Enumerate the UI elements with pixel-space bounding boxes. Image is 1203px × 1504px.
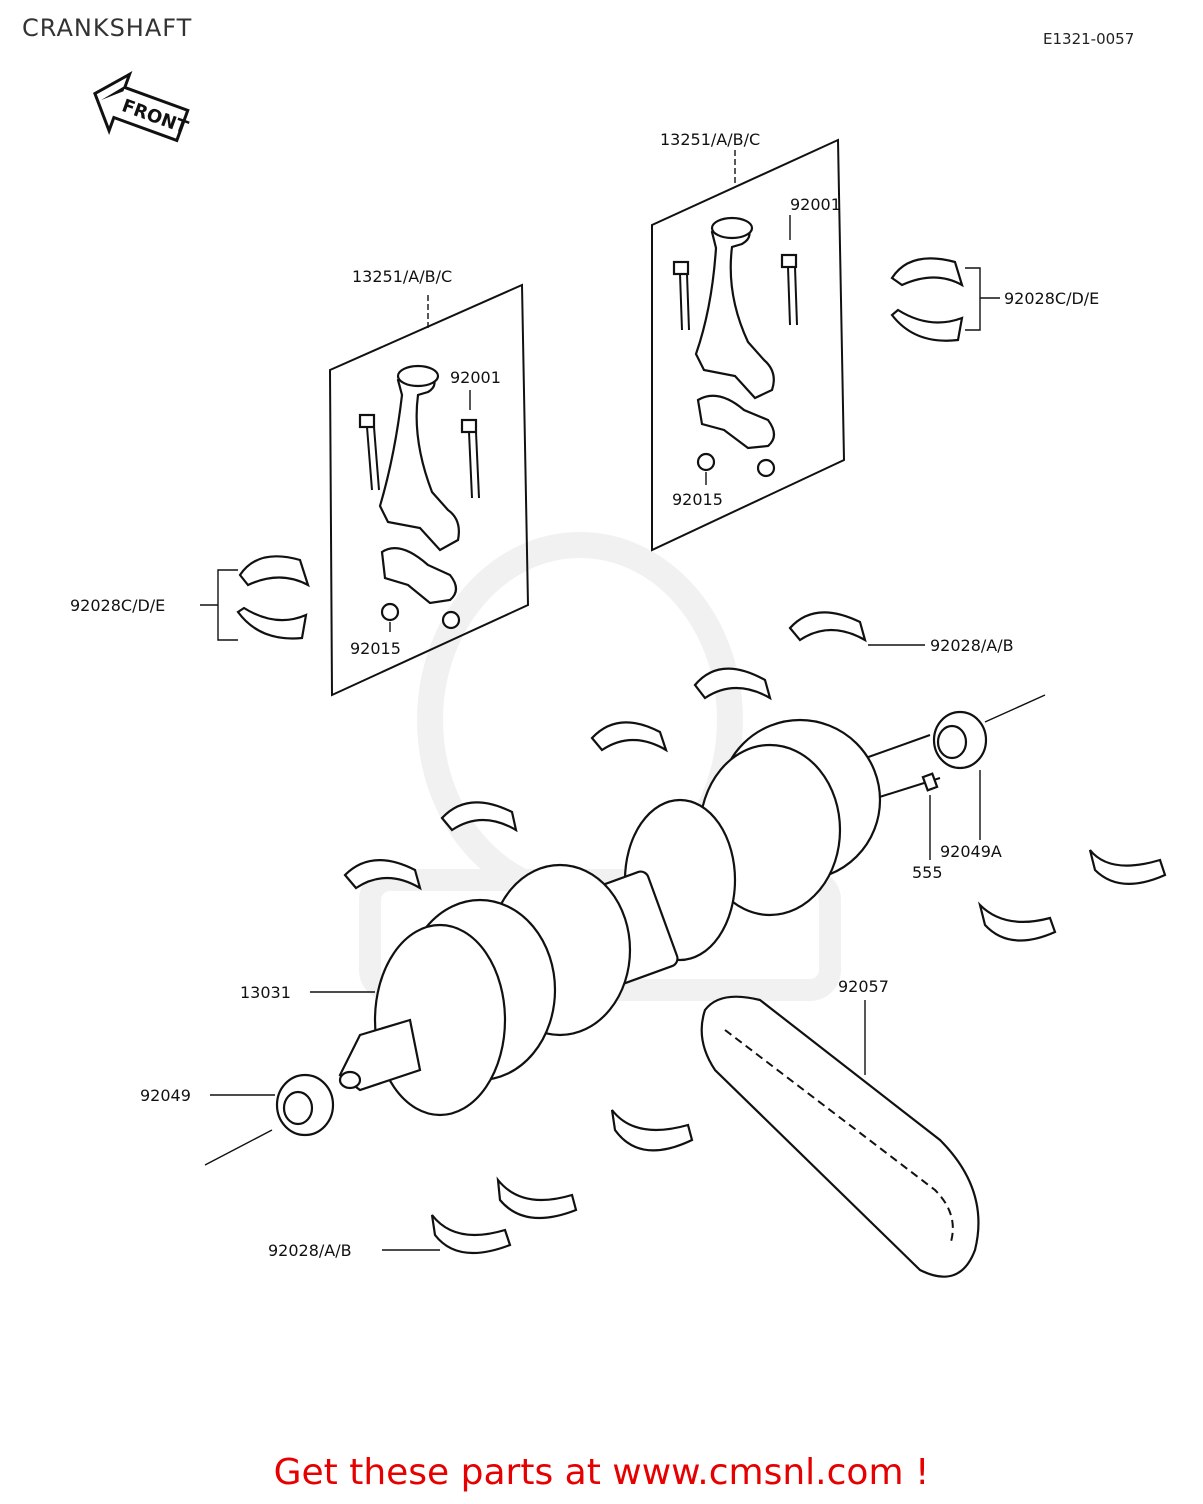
footer-cta-link[interactable]: Get these parts at www.cmsnl.com ! — [273, 1452, 930, 1493]
bolt-icon — [358, 413, 480, 499]
rod-assy-left-label: 13251/A/B/C — [352, 267, 452, 286]
rod-bearing-right — [890, 257, 1000, 342]
main-bearing-bottom-label: 92028/A/B — [268, 1241, 352, 1260]
cam-chain-part — [700, 995, 980, 1278]
key-label: 555 — [912, 863, 943, 882]
front-arrow-icon: FRONT — [93, 71, 191, 143]
page-title: CRANKSHAFT — [22, 14, 193, 42]
key-part — [921, 772, 939, 860]
nut-left-label: 92015 — [350, 639, 401, 658]
rod-bearing-left-label: 92028C/D/E — [70, 596, 165, 615]
rod-assy-right-label: 13251/A/B/C — [660, 130, 760, 149]
oil-seal-right — [932, 694, 1046, 840]
nut-right-label: 92015 — [672, 490, 723, 509]
chain-label: 92057 — [838, 977, 889, 996]
oil-seal-left-label: 92049 — [140, 1086, 191, 1105]
bolt-left-label: 92001 — [450, 368, 501, 387]
rod-bearing-right-label: 92028C/D/E — [1004, 289, 1099, 308]
crankshaft-label: 13031 — [240, 983, 291, 1002]
oil-seal-right-label: 92049A — [940, 842, 1002, 861]
main-bearing-top-label: 92028/A/B — [930, 636, 1014, 655]
oil-seal-left — [204, 1073, 335, 1166]
rod-assembly-right — [651, 138, 846, 552]
main-bearings-upper — [343, 611, 925, 891]
rod-assembly-left — [328, 283, 530, 697]
rod-bearing-left — [200, 555, 310, 641]
main-bearings-right — [977, 849, 1167, 942]
main-bearings-lower — [382, 1105, 694, 1255]
bolt-right-label: 92001 — [790, 195, 841, 214]
diagram-code: E1321-0057 — [1043, 30, 1135, 48]
crankshaft-part — [310, 718, 941, 1117]
